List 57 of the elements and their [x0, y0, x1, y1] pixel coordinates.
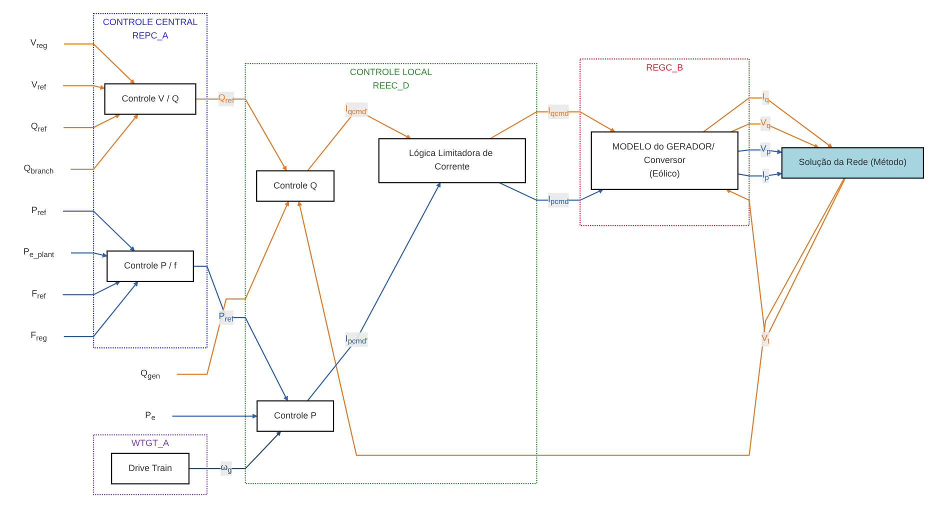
signal-label: Q$_{ref}$ [30, 122, 47, 134]
block-box: Controle Q [256, 170, 335, 202]
arrow [738, 172, 782, 177]
edge-label: I$_{pcmd'}$ [345, 332, 368, 347]
group-border [92, 12, 208, 348]
edge-label: Q$_{ref}$ [218, 92, 234, 106]
edge-label: I$_{q}$ [762, 90, 769, 106]
arrow [64, 114, 120, 128]
arrow [70, 114, 138, 170]
signal-label: Q$_{branch}$ [24, 164, 54, 176]
arrow [70, 252, 108, 258]
arrow [176, 201, 290, 375]
arrow [188, 431, 282, 470]
group-border [92, 434, 208, 496]
arrow [730, 123, 819, 148]
arrow [193, 266, 288, 402]
edge-label: I$_{p}$ [762, 168, 769, 184]
edge-label: V$_{q}$ [760, 116, 771, 132]
edge-label: I$_{qcmd'}$ [345, 102, 368, 118]
edge-label: ω$_{g}$ [220, 461, 232, 476]
signal-label: V$_{ref}$ [31, 80, 46, 92]
arrow [64, 43, 135, 84]
block-box: Controle P [256, 400, 334, 432]
signal-label: P$_{e}$ [145, 410, 156, 422]
arrow [702, 97, 833, 148]
group-border [580, 58, 750, 226]
arrow [490, 111, 616, 140]
signal-label: F$_{ref}$ [32, 289, 46, 300]
edge-label: V$_{p}$ [760, 142, 771, 158]
signal-label: Q$_{gen}$ [140, 368, 160, 380]
arrow [63, 84, 106, 90]
group-title: WTGT_A [131, 438, 170, 448]
arrow [172, 414, 258, 419]
signal-label: P$_{ref}$ [31, 205, 46, 217]
signal-label: V$_{reg}$ [30, 38, 48, 50]
edge-label: I$_{pcmd}$ [548, 192, 569, 208]
group-title: CONTROLE LOCAL REEC_D [350, 67, 432, 91]
edge-label: P$_{ref}$ [218, 310, 234, 325]
edge-label: I$_{qcmd}$ [548, 104, 569, 120]
block-box: Lógica Limitadora de Corrente [378, 138, 526, 184]
block-box: Controle P / f [106, 250, 194, 282]
arrow [63, 210, 135, 252]
arrow [196, 98, 287, 172]
signal-label: P$_{e_plant}$ [23, 247, 54, 259]
arrow [307, 182, 441, 402]
block-box: Drive Train [111, 452, 190, 484]
arrow [62, 281, 120, 296]
signal-label: F$_{reg}$ [30, 330, 47, 342]
edge-label: V$_{t}$ [761, 332, 770, 347]
block-box: Solução da Rede (Método) [781, 147, 924, 179]
block-box: Controle V / Q [104, 83, 196, 115]
block-box: MODELO do GERADOR/ Conversor (Eólico) [590, 131, 738, 190]
group-border [244, 62, 538, 484]
arrow [64, 281, 138, 338]
group-title: REGC_B [646, 62, 684, 72]
group-title: CONTROLE CENTRAL REPC_A [102, 17, 198, 41]
arrow [297, 178, 845, 456]
